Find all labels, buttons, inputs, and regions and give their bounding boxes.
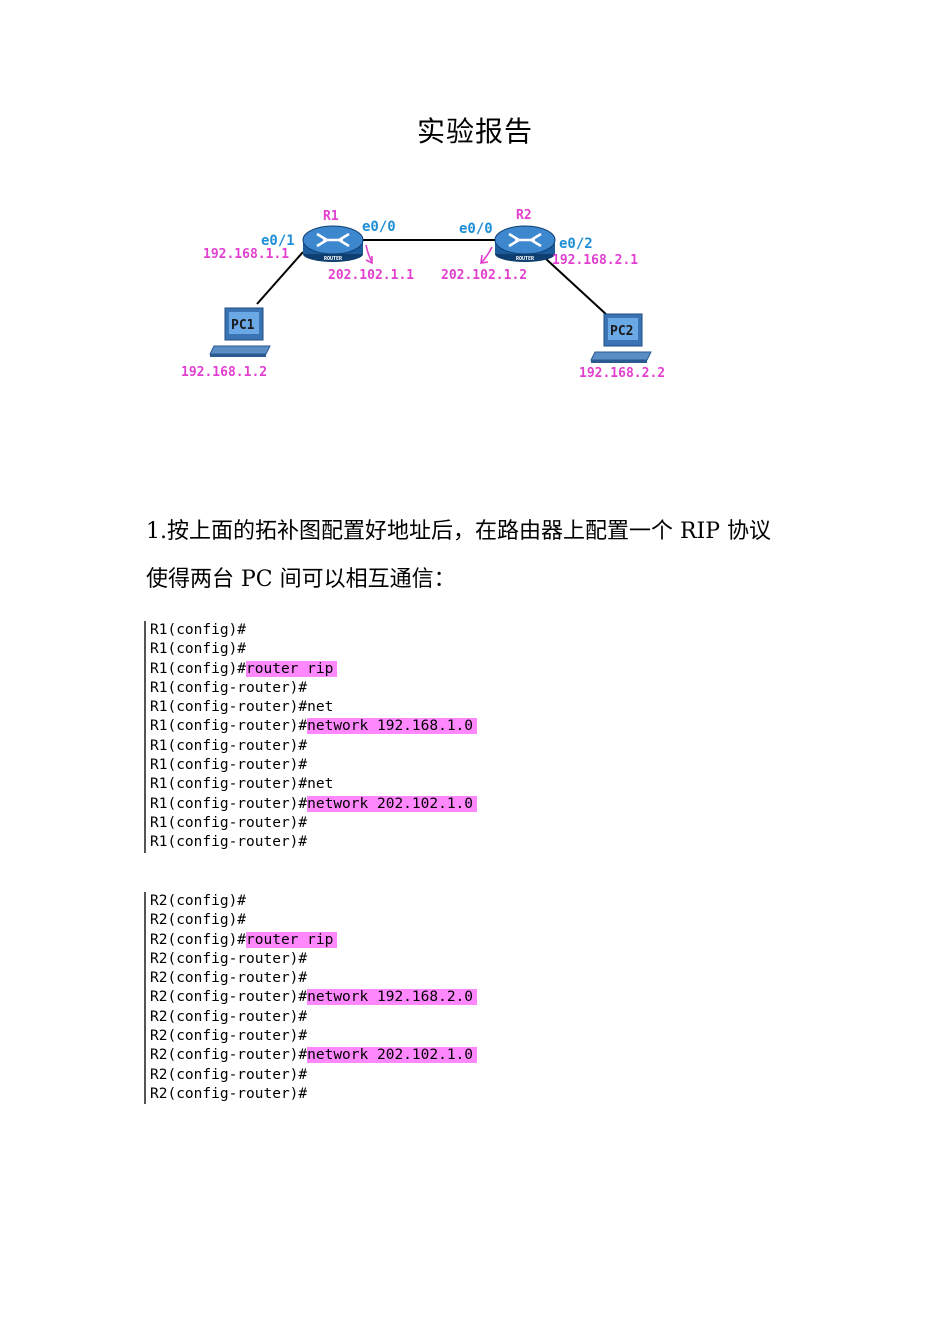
task-line-2: 使得两台 PC 间可以相互通信： <box>146 567 456 592</box>
console-line: R1(config-router)#net <box>150 775 510 794</box>
router-r1-caption: ROUTER <box>324 256 343 262</box>
console-prompt: R1(config)# <box>150 660 247 677</box>
console-prompt: R1(config-router)# <box>150 834 308 851</box>
console-command-highlight: network 192.168.1.0 <box>307 718 478 735</box>
task-line-1: 1.按上面的拓补图配置好地址后，在路由器上配置一个 RIP 协议 <box>146 519 772 544</box>
r1-name: R1 <box>323 209 339 224</box>
router-r2-icon: ROUTER <box>494 225 556 262</box>
console-line: R1(config-router)# <box>150 679 510 698</box>
r1-e00-label: e0/0 <box>362 219 396 235</box>
console-command-highlight: network 202.102.1.0 <box>307 795 478 812</box>
console-line: R1(config-router)# <box>150 833 510 852</box>
console-prompt: R2(config-router)# <box>150 1066 308 1083</box>
r1-wan-ip: 202.102.1.1 <box>328 268 414 283</box>
console-prompt: R1(config-router)# <box>150 737 308 754</box>
console-line: R2(config-router)# <box>150 1085 510 1104</box>
console-line: R2(config-router)#network 192.168.2.0 <box>150 988 510 1007</box>
console-command-highlight: network 192.168.2.0 <box>307 989 478 1006</box>
console-prompt: R1(config)# <box>150 641 247 658</box>
console-line: R2(config)# <box>150 892 510 911</box>
console-line: R2(config-router)# <box>150 1027 510 1046</box>
console-line: R1(config)# <box>150 621 510 640</box>
console-line: R2(config)#router rip <box>150 931 510 950</box>
console-prompt: R2(config-router)# <box>150 970 308 987</box>
console-line: R2(config-router)# <box>150 1066 510 1085</box>
r2-e02-label: e0/2 <box>559 236 593 252</box>
link-r1-pc1 <box>256 251 304 305</box>
console-command-highlight: router rip <box>246 660 338 677</box>
console-prompt: R1(config-router)# <box>150 757 308 774</box>
console-line: R2(config-router)# <box>150 1008 510 1027</box>
arrow-r2-icon <box>480 246 493 264</box>
console-line: R2(config-router)# <box>150 969 510 988</box>
pc1-label: PC1 <box>231 318 255 333</box>
console-line: R1(config-router)# <box>150 756 510 775</box>
r1-lan-ip: 192.168.1.1 <box>203 247 289 262</box>
console-prompt: R2(config-router)# <box>150 950 308 967</box>
console-r1: R1(config)#R1(config)#R1(config)#router … <box>144 621 510 853</box>
console-prompt: R2(config)# <box>150 912 247 929</box>
router-r2-caption: ROUTER <box>516 256 535 262</box>
r2-wan-ip: 202.102.1.2 <box>441 268 527 283</box>
console-prompt: R2(config-router)# <box>150 1085 308 1102</box>
r2-lan-ip: 192.168.2.1 <box>552 253 638 268</box>
network-topology-diagram: ROUTER R1 ROUTER R2 e0/1 e0/0 e0/0 e0/2 … <box>181 208 665 381</box>
console-prompt: R1(config-router)# <box>150 814 308 831</box>
console-prompt: R1(config-router)#net <box>150 699 334 716</box>
console-command-highlight: network 202.102.1.0 <box>307 1047 478 1064</box>
console-line: R2(config-router)#network 202.102.1.0 <box>150 1046 510 1065</box>
console-line: R1(config-router)#network 192.168.1.0 <box>150 717 510 736</box>
pc2-icon: PC2 <box>590 313 652 363</box>
console-line: R1(config-router)#net <box>150 698 510 717</box>
console-line: R2(config-router)# <box>150 950 510 969</box>
page-title: 实验报告 <box>416 115 533 148</box>
console-prompt: R2(config)# <box>150 931 247 948</box>
arrow-r1-icon <box>365 244 373 265</box>
console-line: R2(config)# <box>150 911 510 930</box>
router-r1-icon: ROUTER <box>302 225 364 262</box>
pc2-ip: 192.168.2.2 <box>579 366 665 381</box>
r2-e00-label: e0/0 <box>459 221 493 237</box>
console-prompt: R2(config)# <box>150 893 247 909</box>
link-r2-pc2 <box>544 257 609 317</box>
pc2-label: PC2 <box>610 324 633 339</box>
r1-e01-label: e0/1 <box>261 233 295 249</box>
console-line: R1(config)# <box>150 640 510 659</box>
console-prompt: R1(config-router)# <box>150 679 308 696</box>
console-prompt: R1(config-router)# <box>150 718 308 735</box>
console-line: R1(config-router)# <box>150 814 510 833</box>
console-line: R1(config-router)# <box>150 737 510 756</box>
console-prompt: R2(config-router)# <box>150 1047 308 1064</box>
console-prompt: R2(config-router)# <box>150 989 308 1006</box>
console-prompt: R1(config-router)# <box>150 795 308 812</box>
console-prompt: R1(config-router)#net <box>150 776 334 793</box>
console-prompt: R2(config-router)# <box>150 1008 308 1025</box>
pc1-ip: 192.168.1.2 <box>181 365 267 380</box>
console-r2: R2(config)#R2(config)#R2(config)#router … <box>144 892 510 1105</box>
task-paragraph: 1.按上面的拓补图配置好地址后，在路由器上配置一个 RIP 协议 使得两台 PC… <box>146 508 826 604</box>
r2-name: R2 <box>516 208 532 223</box>
console-line: R1(config-router)#network 202.102.1.0 <box>150 795 510 814</box>
console-command-highlight: router rip <box>246 931 338 948</box>
console-line: R1(config)#router rip <box>150 660 510 679</box>
console-prompt: R2(config-router)# <box>150 1028 308 1045</box>
pc1-icon: PC1 <box>209 307 271 357</box>
console-prompt: R1(config)# <box>150 622 247 638</box>
